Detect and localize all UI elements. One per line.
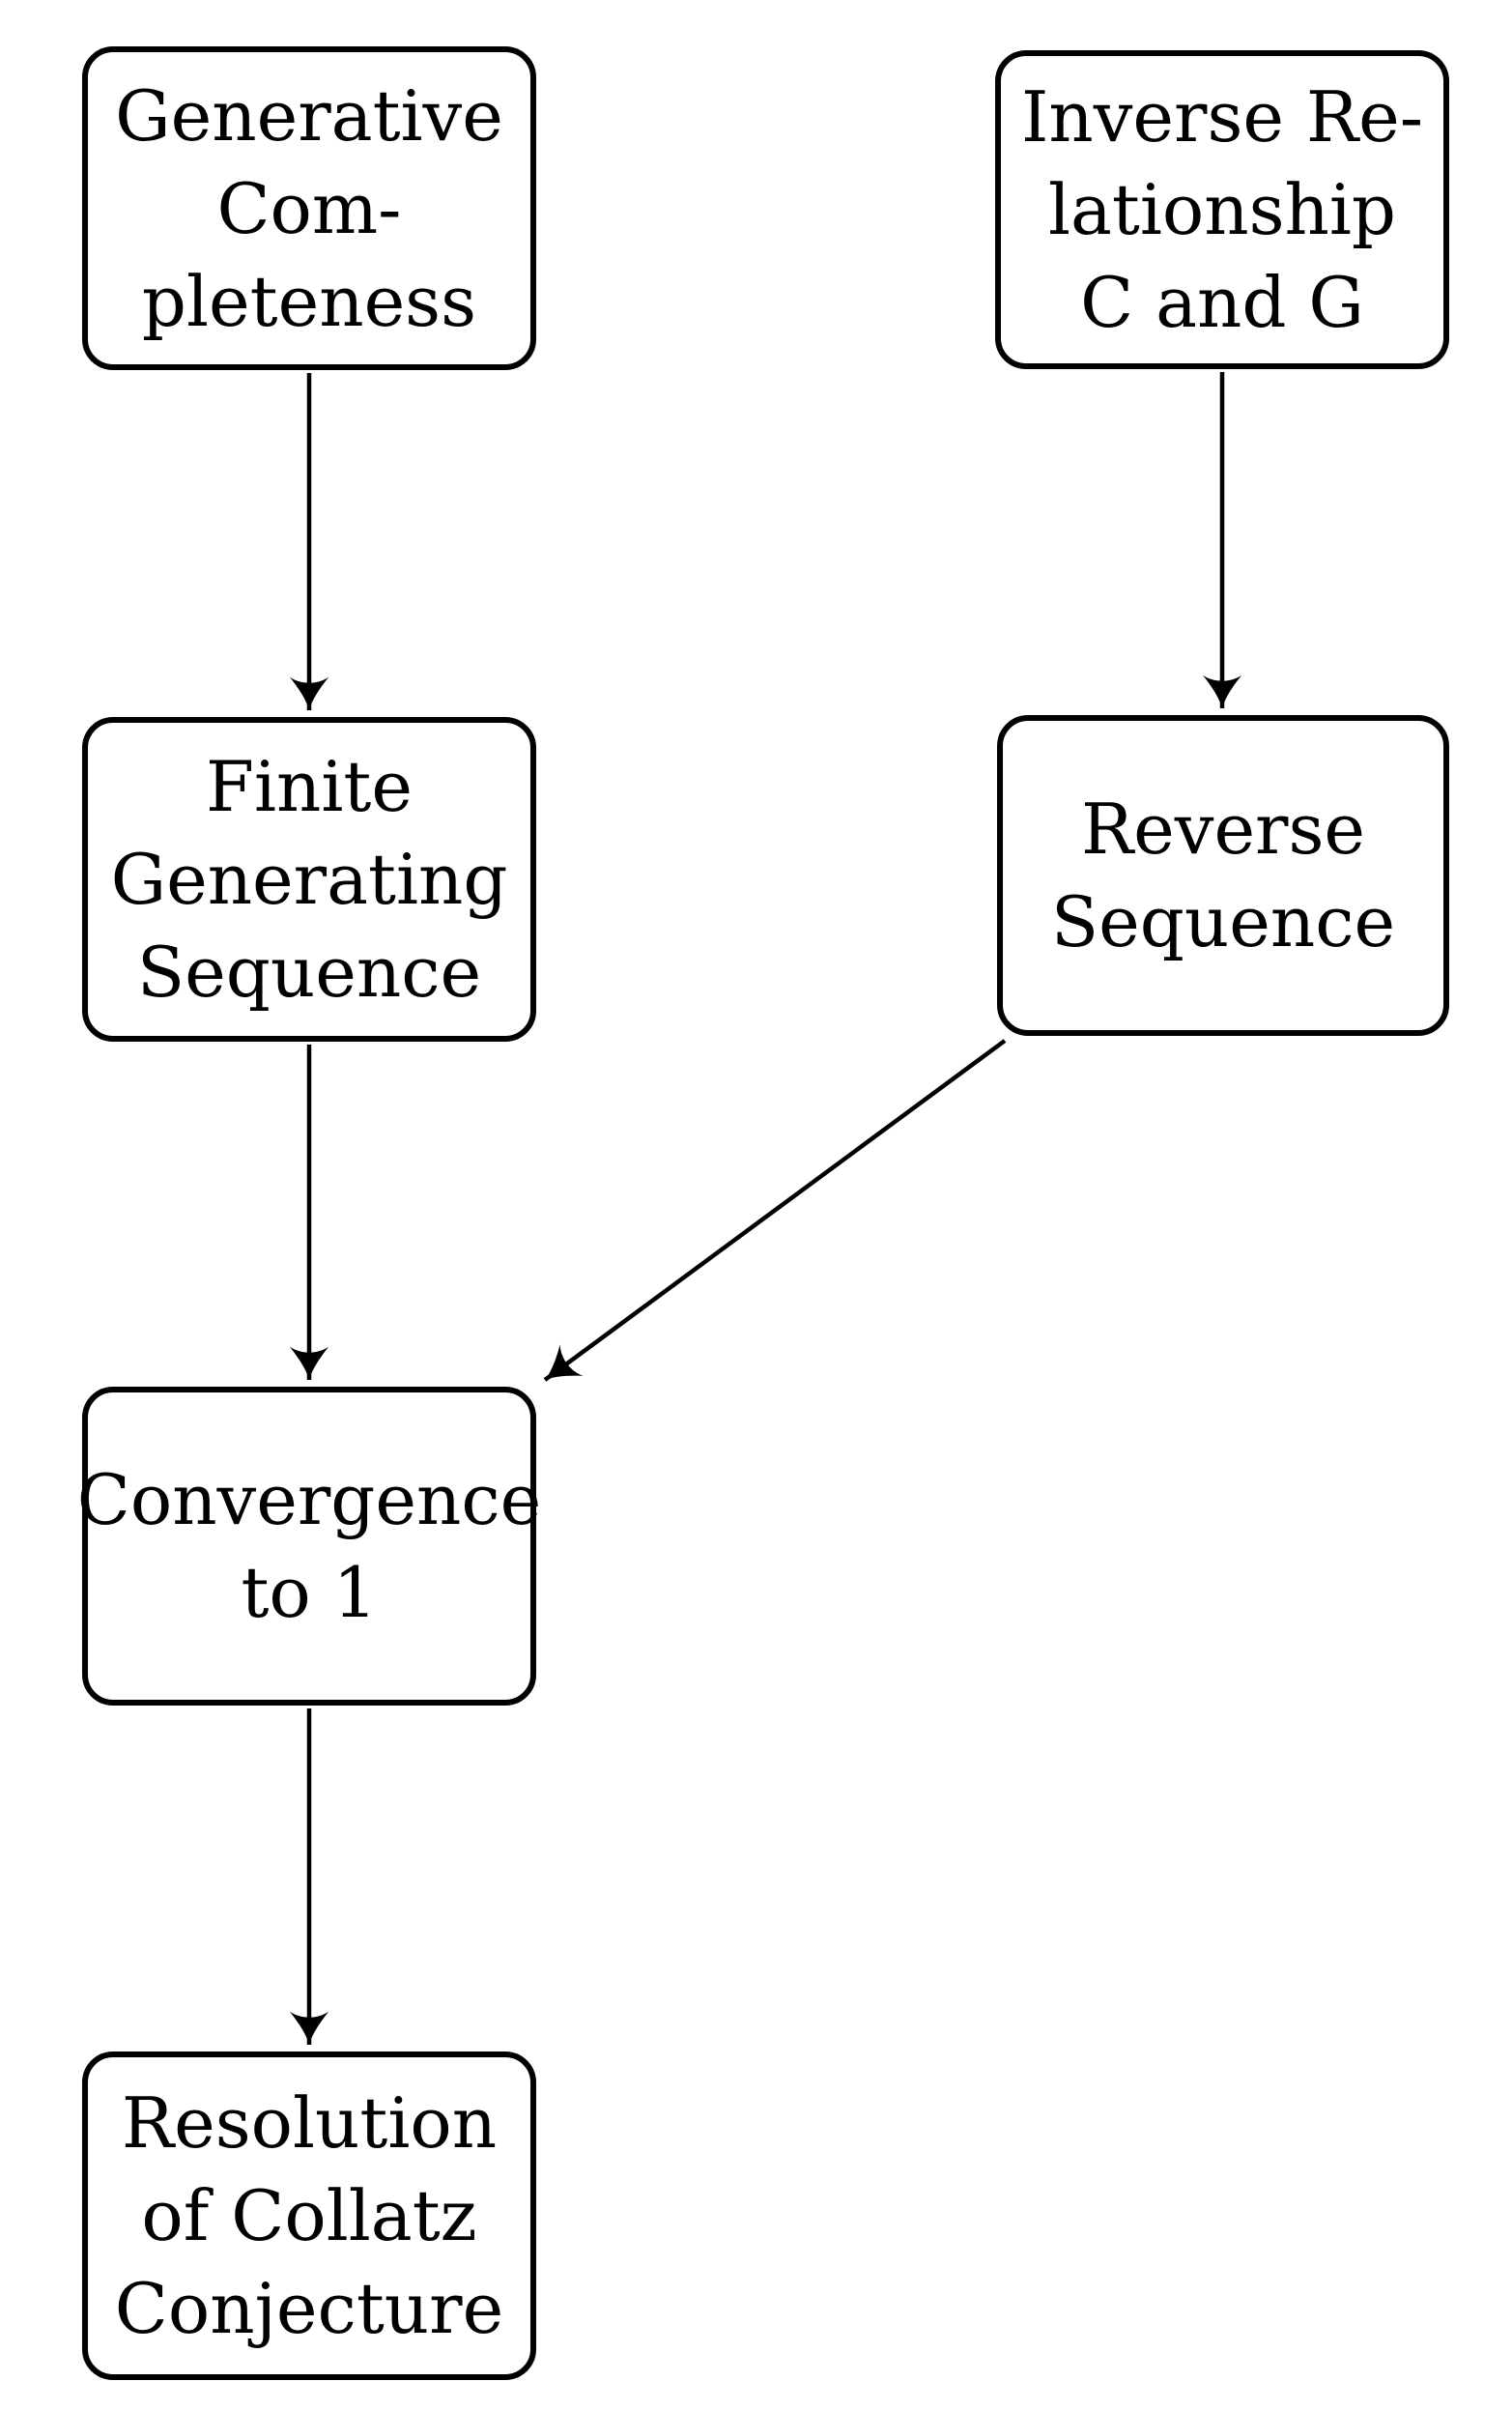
node-text-line: Sequence [1050,881,1396,962]
node-inverse-relationship-c-and-g: Inverse Re- lationship C and G [995,50,1449,369]
node-text-line: Reverse [1080,789,1366,870]
node-text-line: Conjecture [114,2268,504,2349]
node-finite-generating-sequence: Finite Generating Sequence [82,717,536,1042]
node-text-line: Sequence [136,932,482,1013]
node-text-line: C and G [1080,262,1364,343]
node-text-line: pleteness [141,260,477,342]
node-text-line: Finite [206,746,413,827]
node-text-line: to 1 [241,1552,378,1633]
node-text-line: of Collatz [141,2175,477,2256]
node-convergence-to-1: Convergence to 1 [77,1387,541,1706]
node-text-line: Generating [110,839,508,920]
node-reverse-sequence: Reverse Sequence [997,715,1449,1036]
node-resolution-of-collatz-conjecture: Resolution of Collatz Conjecture [82,2051,536,2380]
node-text-line: Inverse Re- [1020,76,1424,158]
node-text-line: Resolution [121,2082,498,2164]
node-text-line: Com- [216,167,402,249]
node-text-line: Convergence [76,1459,542,1540]
node-generative-completeness: Generative Com- pleteness [82,46,536,370]
edge-reverse-to-convergence [543,1039,1007,1382]
node-text-line: lationship [1047,169,1397,250]
node-text-line: Generative [115,74,503,157]
